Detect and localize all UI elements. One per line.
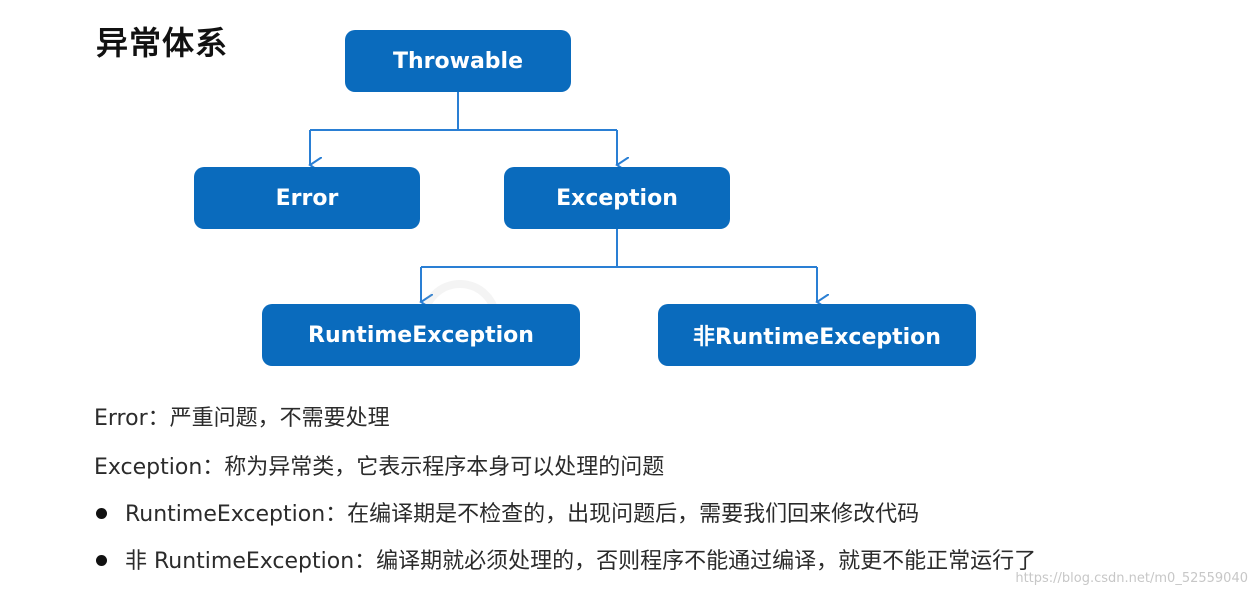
node-error: Error bbox=[194, 167, 420, 229]
node-runtime-exception: RuntimeException bbox=[262, 304, 580, 366]
bullet-icon bbox=[96, 554, 107, 566]
diagram-title: 异常体系 bbox=[96, 24, 229, 62]
note-exception: Exception：称为异常类，它表示程序本身可以处理的问题 bbox=[94, 449, 664, 481]
note-nonruntime: 非 RuntimeException：编译期就必须处理的，否则程序不能通过编译，… bbox=[96, 543, 1036, 575]
note-error: Error：严重问题，不需要处理 bbox=[94, 400, 390, 432]
note-exception-text: Exception：称为异常类，它表示程序本身可以处理的问题 bbox=[94, 455, 665, 480]
note-nonruntime-text: 非 RuntimeException：编译期就必须处理的，否则程序不能通过编译，… bbox=[125, 549, 1037, 574]
note-runtime-text: RuntimeException：在编译期是不检查的，出现问题后，需要我们回来修… bbox=[125, 502, 920, 527]
note-error-text: Error：严重问题，不需要处理 bbox=[94, 406, 390, 431]
node-exception: Exception bbox=[504, 167, 730, 229]
note-runtime: RuntimeException：在编译期是不检查的，出现问题后，需要我们回来修… bbox=[96, 496, 919, 528]
watermark-url: https://blog.csdn.net/m0_52559040 bbox=[1015, 571, 1248, 586]
node-non-runtime-exception: 非RuntimeException bbox=[658, 304, 976, 366]
bullet-icon bbox=[96, 507, 107, 519]
node-throwable: Throwable bbox=[345, 30, 571, 92]
